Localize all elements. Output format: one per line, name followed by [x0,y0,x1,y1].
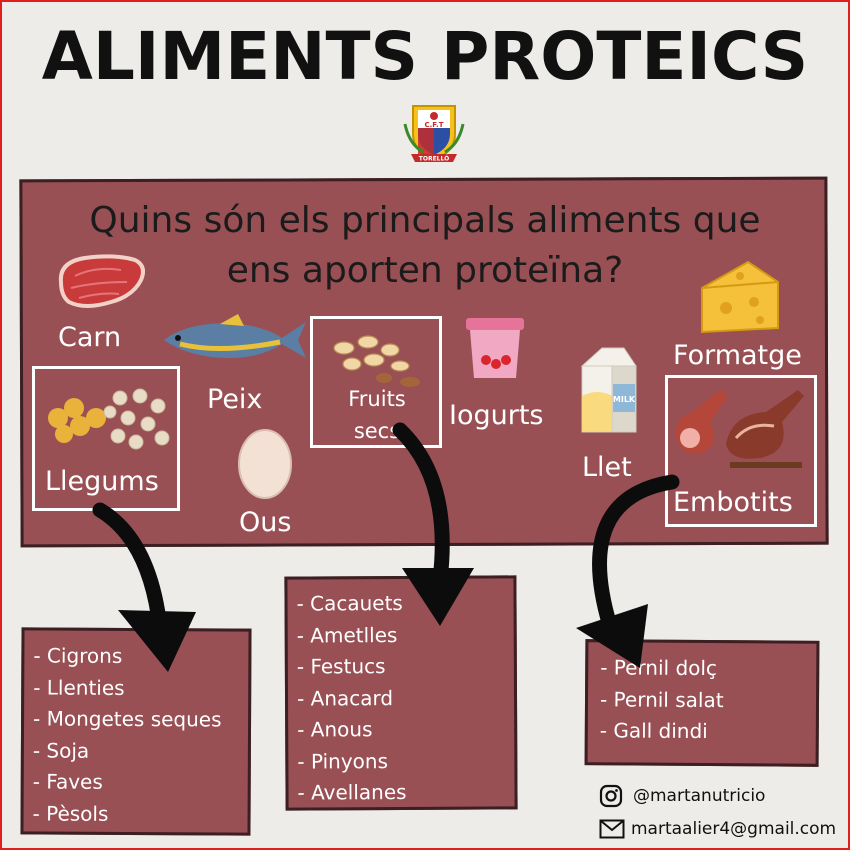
food-label-llegums: Llegums [45,466,159,497]
food-label-fruits-secs: Fruits secs [322,383,432,447]
instagram-handle: @martanutricio [633,786,766,806]
food-label-formatge: Formatge [673,340,802,371]
list-item: - Avellanes [297,779,407,805]
embotits-list: - Pernil dolç - Pernil salat - Gall dind… [600,652,724,747]
question-line-1: Quins són els principals aliments que [89,200,761,241]
cheese-icon [701,260,779,334]
food-label-llet: Llet [582,452,632,483]
embotits-highlight-box [665,375,817,527]
list-item: - Anous [297,717,373,742]
list-item: - Cacauets [296,590,403,616]
instagram-icon [599,784,623,808]
svg-text:TORELLÓ: TORELLÓ [419,156,449,163]
food-label-embotits: Embotits [673,487,793,518]
question-line-2: ens aporten proteïna? [226,250,624,291]
egg-icon [238,429,292,499]
nuts-icon [333,335,420,387]
email-contact[interactable]: martaalier4@gmail.com [599,817,839,843]
list-item: - Ametlles [296,622,398,648]
instagram-contact[interactable]: @martanutricio [599,784,829,810]
llegums-list: - Cigrons - Llenties - Mongetes seques -… [32,640,222,830]
list-item: - Llenties [33,674,125,700]
food-label-fruits: Fruits [348,387,406,411]
question-text: Quins són els principals aliments que en… [40,196,810,296]
food-label-peix: Peix [207,384,263,415]
club-crest-logo: C.F.T TORELLÓ [403,105,465,163]
list-item: - Pernil dolç [600,655,718,681]
legumes-icon [48,388,170,450]
list-item: - Cigrons [33,643,123,668]
list-item: - Faves [32,769,103,794]
meat-steak-icon [58,254,145,308]
list-item: - Mongetes seques [33,706,222,732]
food-label-iogurts: Iogurts [449,400,544,431]
email-address: martaalier4@gmail.com [631,819,837,839]
food-label-carn: Carn [58,322,122,353]
milk-carton-icon: MILK [580,347,637,433]
fish-icon [164,314,306,358]
food-label-secs: secs [353,419,401,443]
list-item: - Gall dindi [599,718,708,744]
list-item: - Pernil salat [599,686,724,712]
ham-icon [675,390,804,468]
svg-text:MILK: MILK [613,395,636,404]
page-title: ALIMENTS PROTEICS [41,18,809,95]
list-item: - Anacard [296,685,394,711]
list-item: - Pèsols [32,800,109,826]
list-item: - Festucs [296,654,386,679]
list-item: - Soja [32,737,90,763]
svg-text:C.F.T: C.F.T [425,121,444,129]
fruits-secs-list: - Cacauets - Ametlles - Festucs - Anacar… [296,588,406,809]
list-item: - Pinyons [297,748,389,774]
llegums-list-panel: - Cigrons - Llenties - Mongetes seques -… [20,627,252,836]
fruits-secs-highlight-box [310,316,442,448]
fruits-secs-list-panel: - Cacauets - Ametlles - Festucs - Anacar… [284,575,518,811]
food-label-ous: Ous [239,507,292,538]
mail-icon [599,819,625,839]
embotits-list-panel: - Pernil dolç - Pernil salat - Gall dind… [584,639,820,767]
yogurt-icon [466,318,524,378]
